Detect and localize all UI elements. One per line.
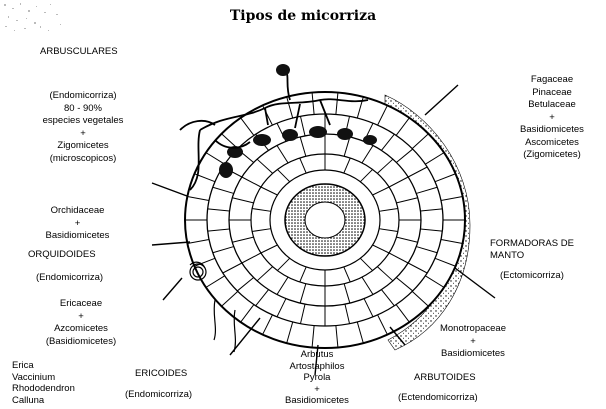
arbusculares-fungi: Zigomicetes (28, 140, 138, 153)
orquidoides-heading: ORQUIDOIDES (28, 249, 96, 261)
ecto-hosts-block: Fagaceae Pinaceae Betulaceae + Basidiomi… (512, 74, 592, 162)
arbusculares-pct: 80 - 90% (28, 103, 138, 116)
genus-vaccinium: Vaccinium (12, 372, 75, 384)
ericaceae-fungi-1: Azcomicetes (26, 323, 136, 336)
genus-erica: Erica (12, 360, 75, 372)
ericaceae-block: Ericaceae + Azcomicetes (Basidiomicetes) (26, 298, 136, 348)
arbutoides-type: (Ectendomicorriza) (398, 392, 478, 404)
spore (276, 64, 290, 76)
fungi-basidiomicetes: Basidiomicetes (512, 124, 592, 137)
arbutus-fungi: Basidiomicetes (262, 395, 372, 407)
host-betulaceae: Betulaceae (512, 99, 592, 112)
arbutus-block: Arbutus Artostaphilos Pyrola + Basidiomi… (262, 349, 372, 407)
orchidaceae-block: Orchidaceae + Basidiomicetes (30, 205, 125, 243)
genus-rhododendron: Rhododendron (12, 383, 75, 395)
ericaceae-host: Ericaceae (26, 298, 136, 311)
genus-arbutus: Arbutus (262, 349, 372, 361)
arbusculares-plus: + (28, 128, 138, 141)
arbusculares-block: (Endomicorriza) 80 - 90% especies vegeta… (28, 90, 138, 165)
formadoras-type: (Ectomicorriza) (500, 270, 564, 282)
fungi-zigomicetes: (Zigomicetes) (512, 149, 592, 162)
monotropaceae-fungi: Basidiomicetes (418, 348, 528, 361)
arbusculares-species: especies vegetales (28, 115, 138, 128)
arbusculares-note: (microscopicos) (28, 153, 138, 166)
orchidaceae-fungi: Basidiomicetes (30, 230, 125, 243)
host-fagaceae: Fagaceae (512, 74, 592, 87)
orchidaceae-host: Orchidaceae (30, 205, 125, 218)
ericoides-type: (Endomicorriza) (125, 389, 192, 401)
arbutoides-heading: ARBUTOIDES (414, 372, 476, 384)
ericoides-heading: ERICOIDES (135, 368, 187, 380)
monotropaceae-block: Monotropaceae + Basidiomicetes (418, 323, 528, 361)
ericaceae-fungi-2: (Basidiomicetes) (26, 336, 136, 349)
genus-pyrola: Pyrola (262, 372, 372, 384)
genus-calluna: Calluna (12, 395, 75, 407)
formadoras-line2: MANTO (490, 250, 524, 262)
ecto-plus: + (512, 112, 592, 125)
diagram-title: Tipos de micorriza (0, 8, 606, 24)
genus-artostaphilos: Artostaphilos (262, 361, 372, 373)
formadoras-line1: FORMADORAS DE (490, 238, 574, 250)
arbusculares-heading: ARBUSCULARES (40, 46, 118, 58)
orquidoides-type: (Endomicorriza) (36, 272, 103, 284)
ericaceae-plus: + (26, 311, 136, 324)
host-pinaceae: Pinaceae (512, 87, 592, 100)
monotropaceae-plus: + (418, 336, 528, 349)
erica-genera-list: Erica Vaccinium Rhododendron Calluna (12, 360, 75, 406)
arbusculares-type: (Endomicorriza) (28, 90, 138, 103)
arbutus-plus: + (262, 384, 372, 396)
monotropaceae-host: Monotropaceae (418, 323, 528, 336)
fungi-ascomicetes: Ascomicetes (512, 137, 592, 150)
orchidaceae-plus: + (30, 218, 125, 231)
